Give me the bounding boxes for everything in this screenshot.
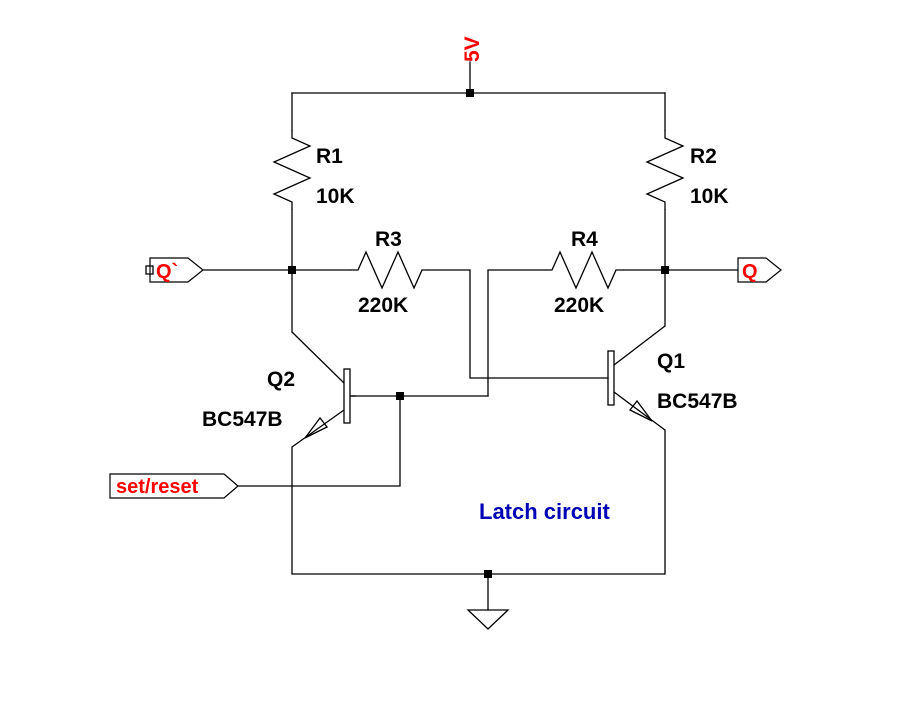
junction-right-node [661, 266, 669, 274]
junction-base [396, 392, 404, 400]
q1-model: BC547B [657, 390, 738, 413]
q-label: Q [742, 261, 758, 283]
r4-name: R4 [571, 228, 598, 251]
transistor-q1[interactable]: Q1 BC547B [607, 325, 738, 431]
wire-r4-left [487, 269, 547, 397]
r2-value: 10K [690, 185, 729, 208]
circuit-note: Latch circuit [479, 499, 610, 524]
wire-q2-emitter [291, 429, 666, 575]
port-flag-icon [149, 257, 204, 283]
transistor-q2[interactable]: Q2 BC547B [202, 331, 356, 448]
q2-model: BC547B [202, 408, 283, 431]
r2-name: R2 [690, 145, 717, 168]
r3-name: R3 [375, 228, 402, 251]
junction-ground [484, 570, 492, 578]
r4-value: 220K [554, 294, 604, 317]
r1-name: R1 [316, 145, 343, 168]
q2-name: Q2 [267, 368, 295, 391]
r1-value: 10K [316, 185, 355, 208]
ground-symbol [466, 609, 510, 630]
set-reset-label: set/reset [116, 476, 199, 498]
junctions [288, 89, 669, 578]
junction-top [466, 89, 474, 97]
resistor-icon [350, 250, 428, 290]
port-flag-icon [737, 257, 782, 283]
resistor-icon [645, 130, 685, 210]
resistor-r2[interactable]: R2 10K [645, 130, 729, 210]
port-set-reset[interactable]: set/reset [109, 473, 239, 499]
port-flag-icon [109, 473, 239, 499]
wire-r3-right [427, 269, 609, 379]
resistor-icon [546, 250, 624, 290]
wires [202, 61, 739, 611]
q-bar-label: Q` [156, 261, 178, 283]
supply-label: 5V [461, 36, 484, 62]
resistor-r3[interactable]: R3 220K [350, 228, 428, 317]
resistor-icon [272, 130, 312, 210]
port-pin-marker [145, 265, 154, 275]
port-q-bar[interactable]: Q` [145, 257, 204, 283]
resistor-r1[interactable]: R1 10K [272, 130, 355, 210]
npn-transistor-icon [607, 325, 666, 431]
npn-transistor-icon [291, 331, 356, 448]
resistor-r4[interactable]: R4 220K [546, 228, 624, 317]
q1-name: Q1 [657, 350, 685, 373]
port-q[interactable]: Q [737, 257, 782, 283]
r3-value: 220K [358, 294, 408, 317]
junction-left-node [288, 266, 296, 274]
ground-icon [466, 609, 510, 630]
